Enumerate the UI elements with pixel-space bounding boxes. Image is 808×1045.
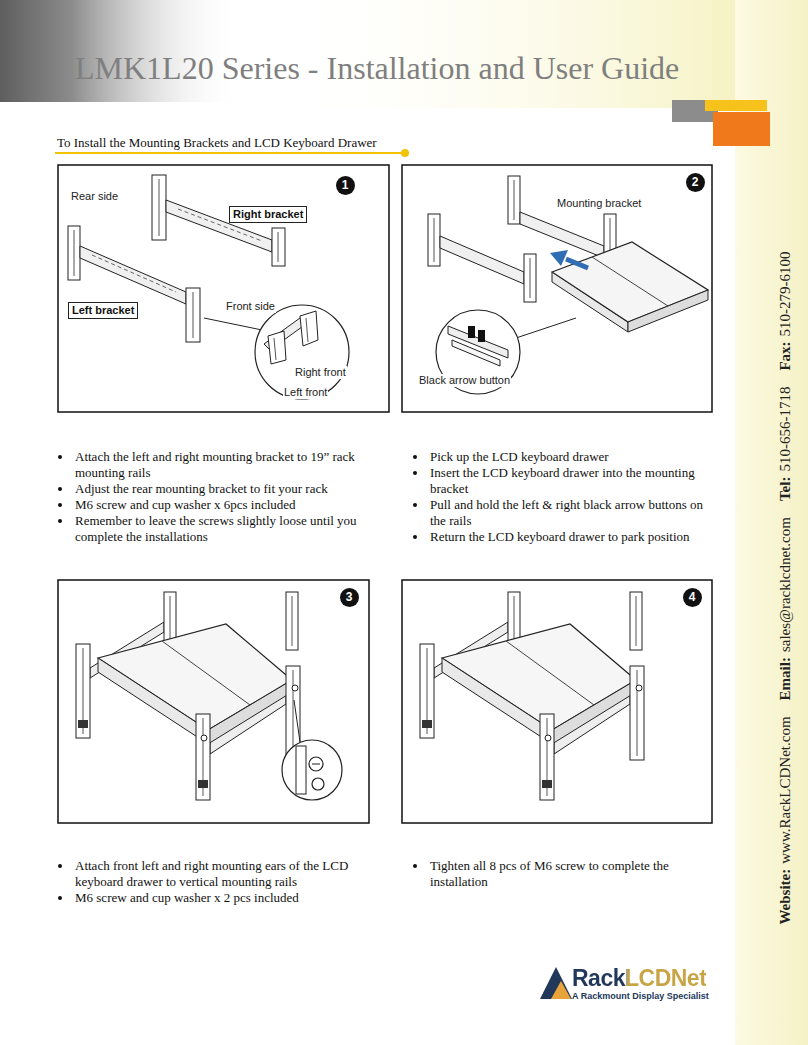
contact-key: Email: (777, 657, 794, 700)
section-heading: To Install the Mounting Brackets and LCD… (57, 135, 377, 151)
lid-divider (592, 257, 668, 306)
part-label: Right front (294, 366, 347, 379)
part-label: Black arrow button (418, 374, 511, 387)
screw-slot (312, 764, 320, 765)
rear-upright (508, 176, 520, 224)
node-text: 2 (686, 173, 705, 192)
node-text: 1 (336, 176, 355, 195)
node-text: 3 (340, 588, 359, 607)
drawer-front (628, 290, 708, 332)
brand-tagline: A Rackmount Display Specialist (572, 991, 709, 1002)
black-arrow-button (468, 326, 475, 338)
step-bullet: Pick up the LCD keyboard drawer (430, 449, 720, 465)
upright-flange (193, 292, 194, 338)
part-label: Mounting bracket (556, 197, 642, 210)
callout-number: 4 (683, 588, 702, 607)
contact-value: sales@racklcdnet.com (777, 517, 794, 652)
contact-value: 510-656-1718 (777, 387, 794, 472)
detail-magnifier (255, 305, 349, 399)
contact-key: Website: (777, 869, 794, 925)
upright-flange (530, 258, 531, 298)
callout-number: 3 (340, 588, 359, 607)
page-title: LMK1L20 Series - Installation and User G… (75, 50, 679, 87)
step-bullet: Adjust the rear mounting bracket to fit … (75, 481, 370, 497)
detail-magnifier (282, 740, 342, 800)
black-arrow-button (478, 330, 485, 342)
left-bracket-rail (80, 246, 186, 304)
detail-edge (274, 338, 276, 360)
step-bullet: M6 screw and cup washer x 6pcs included (75, 497, 370, 513)
upright-flange (159, 179, 160, 236)
node-text: Right bracket (233, 208, 303, 221)
step-list: Pick up the LCD keyboard drawerInsert th… (430, 449, 720, 545)
part-label: Rear side (70, 190, 119, 203)
part-label-box: Left bracket (68, 302, 138, 319)
heading-dot (401, 149, 409, 157)
rear-upright (428, 214, 440, 266)
step-list: Attach front left and right mounting ear… (75, 858, 370, 906)
detail-washer (312, 778, 324, 790)
logo-icon-accent (551, 981, 571, 999)
detail-screw (309, 757, 323, 771)
rack-drawer-figure (420, 592, 644, 800)
rail-slot (92, 255, 176, 292)
rack-drawer-figure (76, 592, 300, 800)
upright-flange (514, 180, 515, 220)
logo-icon (540, 967, 572, 999)
mounting-bracket-rail (440, 236, 524, 284)
figure-frame (58, 165, 389, 412)
rear-upright (152, 175, 166, 240)
callout-number: 1 (336, 176, 355, 195)
detail-edge (306, 318, 308, 342)
leader-line (516, 318, 576, 338)
front-upright (186, 288, 200, 342)
contact-key: Tel: (777, 477, 794, 501)
detail-bracket (300, 311, 318, 346)
upright-flange (278, 232, 279, 262)
step-list: Attach the left and right mounting brack… (75, 449, 370, 545)
step-bullet: Tighten all 8 pcs of M6 screw to complet… (430, 858, 720, 890)
drawer-lid (552, 242, 708, 322)
push-arrow-shaft (566, 259, 588, 268)
deco-yellow-bar (705, 100, 767, 111)
part-label: Left front (283, 386, 328, 399)
deco-orange-block (713, 112, 770, 146)
upright-flange (74, 230, 75, 276)
contact-strip: Website: www.RackLCDNet.com Email: sales@ra… (775, 220, 795, 940)
leader-line (294, 700, 300, 742)
contact-key: Fax: (777, 341, 794, 370)
heading-rule (55, 152, 402, 154)
detail-rail (452, 340, 500, 366)
leader-line (204, 318, 262, 330)
detail-bracket (268, 331, 286, 364)
push-arrow-head (550, 250, 568, 266)
step-bullet: Insert the LCD keyboard drawer into the … (430, 465, 720, 497)
front-upright (272, 228, 285, 266)
node-text: 4 (683, 588, 702, 607)
node-text: Left bracket (72, 304, 134, 317)
part-label-box: Right bracket (229, 206, 307, 223)
step-bullet: Attach the left and right mounting brack… (75, 449, 370, 481)
part-label: Front side (225, 300, 276, 313)
upright-flange (434, 218, 435, 262)
step-bullet: Return the LCD keyboard drawer to park p… (430, 529, 720, 545)
figure-frame (402, 165, 712, 412)
callout-number: 2 (686, 173, 705, 192)
contact-value: www.RackLCDNet.com (777, 716, 794, 863)
rear-upright (68, 226, 80, 280)
step-bullet: Pull and hold the left & right black arr… (430, 497, 720, 529)
step-list: Tighten all 8 pcs of M6 screw to complet… (430, 858, 720, 890)
side-band (735, 0, 808, 1045)
step-bullet: Remember to leave the screws slightly lo… (75, 513, 370, 545)
figure-frame (402, 580, 712, 823)
contact-value: 510-279-6100 (777, 251, 794, 336)
detail-post (296, 746, 306, 794)
figure-frame (58, 580, 369, 823)
step-bullet: Attach front left and right mounting ear… (75, 858, 370, 890)
step-bullet: M6 screw and cup washer x 2 pcs included (75, 890, 370, 906)
brand-logo: RackLCDNet (572, 965, 706, 991)
front-upright (524, 254, 536, 302)
